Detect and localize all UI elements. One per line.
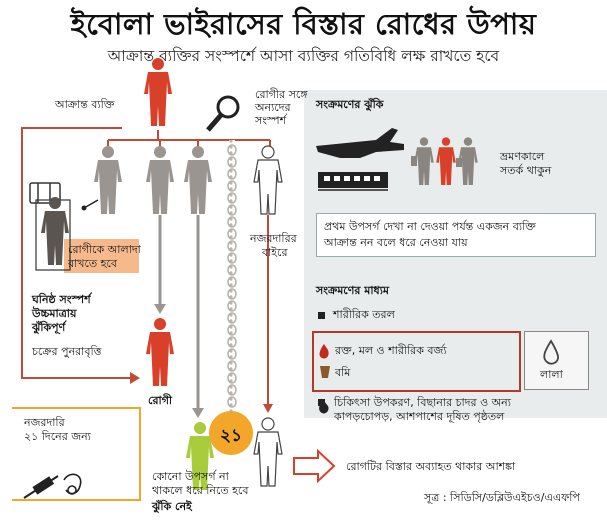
blood-label: রক্ত, মল ও শারীরিক বর্জ্য bbox=[335, 344, 447, 357]
surveillance-label-2: ২১ দিনের জন্য bbox=[24, 430, 91, 443]
outside-surveillance-figure bbox=[253, 417, 283, 487]
patient-figure bbox=[146, 318, 174, 386]
stethoscope-icon bbox=[63, 473, 82, 495]
cycle-arrow-head bbox=[130, 372, 140, 384]
isolation-callout bbox=[64, 239, 139, 273]
no-risk-label: ঝুঁকি নেই bbox=[152, 500, 192, 513]
dotted-column bbox=[229, 140, 235, 420]
surveillance-label-1: নজরদারি bbox=[24, 416, 65, 429]
syringe-icon bbox=[23, 475, 59, 499]
vomit-label: বমি bbox=[335, 366, 351, 379]
days-badge bbox=[209, 411, 253, 455]
risk-heading: সংক্রমণের ঝুঁকি bbox=[316, 98, 384, 111]
cycle-loop-line bbox=[21, 127, 130, 379]
close-contact-label-3: ঝুঁকিপূর্ণ bbox=[32, 321, 66, 334]
body-fluid-box bbox=[312, 331, 521, 392]
close-contact-label-1: ঘনিষ্ঠ সংস্পর্শ bbox=[32, 293, 91, 306]
cup-icon bbox=[320, 366, 330, 378]
contact-person-figure bbox=[94, 146, 122, 214]
equipment-drop-icon bbox=[319, 400, 329, 414]
gray-arrow-head bbox=[192, 408, 204, 418]
isolation-pointer bbox=[83, 199, 99, 209]
bullet-square bbox=[318, 312, 325, 319]
infected-person-label: আক্রান্ত ব্যক্তি bbox=[55, 98, 115, 111]
contact-tree-lines bbox=[107, 130, 271, 150]
travel-label-1: ভ্রমণকালে bbox=[500, 150, 545, 163]
equipment-label-1: চিকিৎসা উপকরণ, বিছানার চাদর ও অন্য bbox=[334, 396, 511, 409]
transmission-heading: সংক্রমণের মাধ্যম bbox=[316, 284, 390, 297]
surveillance-bracket bbox=[12, 407, 141, 501]
beyond-surveillance-label-2: বাইরে bbox=[262, 246, 288, 259]
travel-label-2: সতর্ক থাকুন bbox=[500, 164, 552, 177]
contact-person-figure bbox=[184, 146, 212, 214]
luggage-icon bbox=[411, 156, 462, 167]
close-contact-label-2: উচ্চমাত্রায় bbox=[32, 307, 77, 320]
beyond-surveillance-figure bbox=[253, 145, 283, 215]
contact-tracing-label-3: সংস্পর্শ bbox=[255, 114, 287, 127]
cycle-repeat-label: চক্রের পুনরাবৃত্তি bbox=[32, 345, 102, 358]
incubation-note-2: আক্রান্ত নন বলে ধরে নেওয়া যায় bbox=[324, 236, 468, 249]
equipment-label-2: কাপড়চোপড়, আশপাশের দূষিত পৃষ্ঠতল bbox=[334, 410, 505, 423]
train-icon bbox=[318, 172, 388, 191]
bead-chain bbox=[227, 144, 237, 408]
contact-tracing-label-1: রোগীর সঙ্গে bbox=[255, 88, 308, 101]
isolate-label-1: রোগীকে আলাদা bbox=[68, 243, 141, 256]
contact-tracing-label-2: অন্যদের bbox=[255, 101, 291, 114]
incubation-note-1: প্রথম উপসর্গ দেখা না দেওয়া পর্যন্ত একজন… bbox=[324, 220, 536, 233]
no-symptom-label-2: থাকলে ধরে নিতে হবে bbox=[152, 484, 249, 497]
source-label: সূত্র : সিডিসি/ডব্লিউএইচও/এএফপি bbox=[424, 491, 580, 504]
airplane-icon bbox=[316, 128, 404, 158]
magnifier-icon bbox=[206, 95, 240, 132]
red-arrow-head bbox=[263, 404, 273, 413]
spread-arrow bbox=[293, 448, 336, 484]
isolate-label-2: রাখতে হবে bbox=[68, 257, 117, 270]
days-badge-text: ২১ bbox=[219, 426, 243, 446]
page-title: ইবোলা ভাইরাসের বিস্তার রোধের উপায় bbox=[70, 7, 537, 41]
beyond-surveillance-label-1: নজরদারির bbox=[250, 232, 297, 245]
body-fluids-label: শারীরিক তরল bbox=[333, 308, 395, 321]
water-drop-icon bbox=[543, 339, 559, 365]
isolation-pointer-dot bbox=[81, 205, 87, 211]
page-subtitle: আক্রান্ত ব্যক্তির সংস্পর্শে আসা ব্যক্তির… bbox=[107, 47, 500, 65]
incubation-note-box bbox=[316, 213, 596, 257]
contact-person-figure bbox=[146, 146, 174, 214]
isolated-patient-figure bbox=[41, 197, 69, 265]
saliva-label: লালা bbox=[540, 368, 563, 381]
travelers-group bbox=[414, 137, 478, 185]
no-symptom-label-1: কোনো উপসর্গ না bbox=[152, 470, 229, 483]
blood-drop-icon bbox=[319, 344, 329, 359]
patient-label: রোগী bbox=[148, 394, 173, 407]
continued-spread-label: রোগটির বিস্তার অব্যাহত থাকার আশঙ্কা bbox=[346, 460, 516, 473]
gray-arrow-lines bbox=[158, 215, 200, 410]
gray-arrow-head bbox=[154, 304, 166, 314]
